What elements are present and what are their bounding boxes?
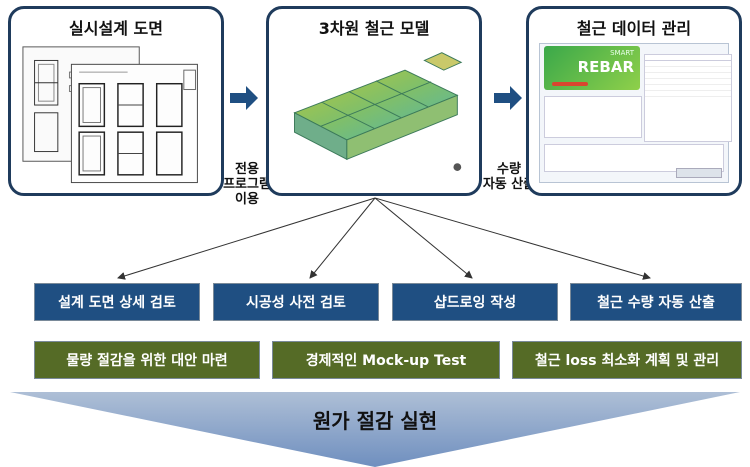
result-banner-arrow	[10, 392, 740, 467]
logo-top-text: SMART	[610, 49, 634, 57]
data-panel-title: 철근 데이터 관리	[576, 19, 692, 38]
quantity-label: 수량 자동 산출	[478, 162, 540, 192]
task-loss-management: 철근 loss 최소화 계획 및 관리	[512, 341, 742, 379]
arrow-to-task-4	[374, 197, 651, 280]
data-table	[644, 54, 732, 142]
arrow-to-task-2	[309, 197, 376, 279]
data-form	[544, 96, 642, 138]
progress-area	[544, 144, 724, 172]
window-button	[676, 168, 722, 178]
data-panel: 철근 데이터 관리 SMART REBAR	[526, 6, 742, 196]
flow-arrow-1	[230, 86, 258, 110]
task-alternative-plan: 물량 절감을 위한 대안 마련	[34, 341, 260, 379]
drawing-sheet-image	[22, 46, 198, 184]
logo-main-text: REBAR	[577, 58, 634, 76]
flow-arrow-2	[494, 86, 522, 110]
task-design-review: 설계 도면 상세 검토	[34, 283, 200, 321]
task-quantity-calculation: 철근 수량 자동 산출	[570, 283, 742, 321]
task-constructability-review: 시공성 사전 검토	[213, 283, 379, 321]
result-text: 원가 절감 실현	[312, 409, 438, 433]
drawing-panel: 실시설계 도면	[8, 6, 224, 196]
program-label-line-2: 프로그램	[223, 177, 271, 192]
task-mockup-test: 경제적인 Mock-up Test	[272, 341, 500, 379]
drawing-panel-title: 실시설계 도면	[69, 19, 163, 38]
program-label-line-1: 전용	[235, 162, 259, 177]
software-window-image: SMART REBAR	[539, 43, 732, 183]
model-panel: 3차원 철근 모델	[266, 6, 482, 196]
arrow-to-task-1	[117, 197, 376, 280]
quantity-label-line-1: 수량	[497, 162, 521, 177]
smart-rebar-logo: SMART REBAR	[544, 46, 640, 90]
program-label-line-3: 이용	[235, 192, 259, 207]
model-panel-title: 3차원 철근 모델	[318, 19, 430, 38]
rebar-3d-model-image	[293, 52, 463, 171]
arrow-to-task-3	[374, 197, 473, 279]
fanout-arrows	[117, 197, 651, 280]
program-label: 전용 프로그램 이용	[222, 162, 272, 207]
task-shop-drawing: 샵드로잉 작성	[392, 283, 558, 321]
quantity-label-line-2: 자동 산출	[482, 177, 536, 192]
